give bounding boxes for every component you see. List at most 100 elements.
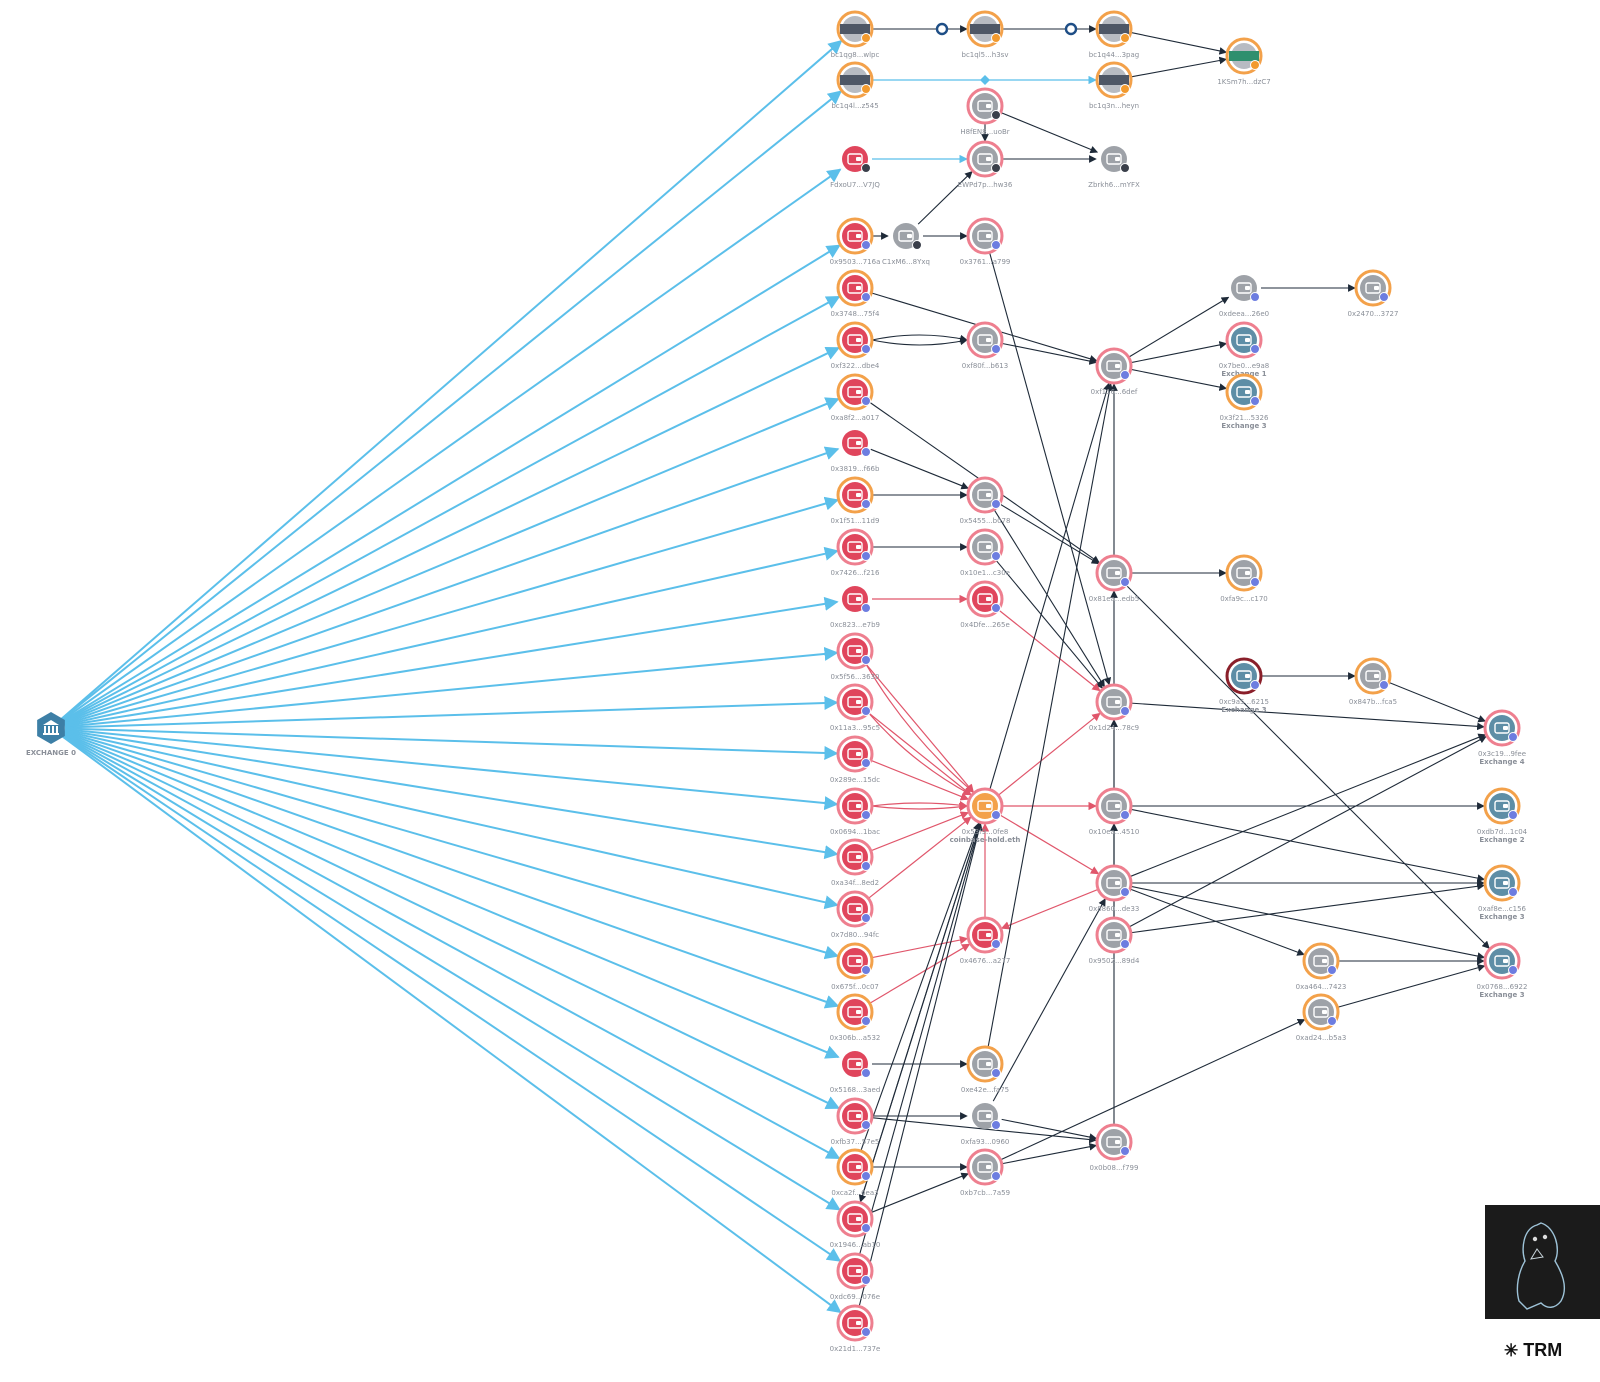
address-node-n2[interactable]: bc1ql5...h3sv bbox=[962, 10, 1009, 59]
address-node-n13[interactable]: 0x3761...a799 bbox=[960, 217, 1011, 266]
node-body bbox=[1101, 560, 1127, 586]
wallet-clasp bbox=[986, 1165, 991, 1169]
node-body bbox=[1489, 948, 1515, 974]
address-node-n61[interactable]: 0x1946...ab10 bbox=[830, 1200, 881, 1249]
address-node-n45[interactable]: 0x7d80...94fc bbox=[831, 890, 879, 939]
node-address-label: 0xe42e...fa75 bbox=[961, 1086, 1009, 1094]
address-node-n10[interactable]: Zbrkh6...mYFX bbox=[1088, 146, 1140, 189]
edge-exchange0-n26 bbox=[64, 546, 839, 726]
address-node-n29[interactable]: 0xfa9c...c170 bbox=[1220, 554, 1268, 603]
wallet-icon bbox=[847, 230, 863, 242]
edge-n15-n16 bbox=[871, 337, 968, 346]
address-node-n23[interactable]: 0x3819...f66b bbox=[831, 430, 880, 473]
address-node-n31[interactable]: 0x4Dfe...265e bbox=[960, 580, 1010, 629]
address-node-n60[interactable]: 0xb7cb...7a59 bbox=[960, 1148, 1010, 1197]
exchange-0-node[interactable]: EXCHANGE 0 bbox=[26, 712, 76, 757]
node-address-label: 0xad24...b5a3 bbox=[1296, 1034, 1347, 1042]
edge-n33-n36 bbox=[1388, 681, 1487, 723]
address-node-n24[interactable]: 0x1f51...11d9 bbox=[831, 476, 880, 525]
node-body bbox=[842, 896, 868, 922]
wallet-icon bbox=[977, 230, 993, 242]
edge-n12-n9 bbox=[917, 171, 973, 225]
address-node-n30[interactable]: 0xc823...e7b9 bbox=[830, 586, 880, 629]
address-node-n63[interactable]: 0x21d1...737e bbox=[830, 1304, 881, 1353]
edge-n47-n36 bbox=[1128, 735, 1487, 928]
node-body bbox=[972, 1154, 998, 1180]
address-node-n28[interactable]: 0x81ea...edb5 bbox=[1089, 554, 1139, 603]
node-entity-label: Exchange 3 bbox=[1479, 991, 1524, 999]
address-node-n33[interactable]: 0x847b...fca5 bbox=[1349, 657, 1397, 706]
address-node-n43[interactable]: 0xa34f...8ed2 bbox=[831, 838, 879, 887]
address-node-n50[interactable]: 0xa464...7423 bbox=[1296, 942, 1347, 991]
address-node-n53[interactable]: 0xad24...b5a3 bbox=[1296, 993, 1347, 1042]
address-node-n7[interactable]: H8fEN8...uoBr bbox=[960, 87, 1010, 136]
address-node-n35[interactable]: 0x1d24...78c9 bbox=[1089, 683, 1139, 732]
address-node-n26[interactable]: 0x7426...f216 bbox=[831, 528, 880, 577]
wallet-clasp bbox=[856, 649, 861, 653]
node-body bbox=[972, 793, 998, 819]
wallet-icon bbox=[977, 153, 993, 165]
wallet-clasp bbox=[1245, 338, 1250, 342]
wallet-clasp bbox=[1115, 933, 1120, 937]
address-node-n11[interactable]: 0x9503...716a bbox=[830, 217, 881, 266]
address-node-n15[interactable]: 0xf322...dbe4 bbox=[831, 321, 880, 370]
address-node-n44[interactable]: 0x8860...de33 bbox=[1089, 864, 1140, 913]
edge-n25-n35 bbox=[993, 509, 1105, 688]
eth-badge-icon bbox=[991, 1068, 1001, 1078]
address-node-n58[interactable]: 0x0b08...f799 bbox=[1090, 1123, 1139, 1172]
edge-exchange0-n37 bbox=[64, 695, 839, 729]
address-node-n52[interactable]: 0x306b...a532 bbox=[830, 993, 881, 1042]
address-node-n17[interactable]: 0xf116...6def bbox=[1091, 347, 1138, 396]
address-node-n18[interactable]: 0xdeea...26e0 bbox=[1219, 275, 1269, 318]
address-node-n8[interactable]: FdxoU7...V7JQ bbox=[830, 146, 880, 189]
address-node-n56[interactable]: 0xfb37...57e5 bbox=[831, 1097, 880, 1146]
eth-badge-icon bbox=[861, 1120, 871, 1130]
eth-badge-icon bbox=[861, 292, 871, 302]
address-node-n49[interactable]: 0x4676...a277 bbox=[960, 916, 1011, 965]
address-node-n34[interactable]: 0x5f56...3630 bbox=[831, 632, 880, 681]
address-node-n3[interactable]: bc1q44...3pag bbox=[1089, 10, 1139, 59]
address-node-n37[interactable]: 0x11a3...95c5 bbox=[830, 683, 880, 732]
edge-n48-n49 bbox=[871, 935, 969, 959]
node-body bbox=[1101, 146, 1127, 172]
address-node-n4[interactable]: 1KSm7h...dzC7 bbox=[1217, 37, 1271, 86]
node-address-label: 0x675f...0c07 bbox=[831, 983, 879, 991]
address-node-n19[interactable]: 0x2470...3727 bbox=[1348, 269, 1399, 318]
address-node-n5[interactable]: bc1q4l...z545 bbox=[831, 61, 879, 110]
address-node-n55[interactable]: 0xe42e...fa75 bbox=[961, 1045, 1009, 1094]
address-node-n41[interactable]: 0x10ea...4510 bbox=[1089, 787, 1140, 836]
address-node-n6[interactable]: bc1q3n...heyn bbox=[1089, 61, 1139, 110]
address-node-n38[interactable]: 0x289e...15dc bbox=[830, 735, 880, 784]
address-node-n62[interactable]: 0xdc69...076e bbox=[830, 1252, 880, 1301]
wallet-clasp bbox=[856, 493, 861, 497]
address-node-n27[interactable]: 0x10e1...c30e bbox=[960, 528, 1010, 577]
wallet-clasp bbox=[986, 234, 991, 238]
address-node-n40[interactable]: 0x0694...1bac bbox=[830, 787, 880, 836]
address-node-n1[interactable]: bc1qg8...wlpc bbox=[831, 10, 880, 59]
eth-badge-icon bbox=[991, 1120, 1001, 1130]
address-node-n57[interactable]: 0xfa93...0960 bbox=[961, 1103, 1010, 1146]
address-node-n59[interactable]: 0xca2f...6ea3 bbox=[831, 1148, 879, 1197]
wallet-icon bbox=[1494, 877, 1510, 889]
address-node-n16[interactable]: 0xf80f...b613 bbox=[962, 321, 1008, 370]
address-node-n25[interactable]: 0x5455...b078 bbox=[960, 476, 1011, 525]
address-node-n47[interactable]: 0x9502...89d4 bbox=[1089, 916, 1140, 965]
node-body bbox=[842, 638, 868, 664]
address-node-n54[interactable]: 0x5168...3aed bbox=[830, 1051, 881, 1094]
address-node-n20[interactable]: 0x7be0...e9a8Exchange 1 bbox=[1219, 321, 1269, 378]
address-node-n48[interactable]: 0x675f...0c07 bbox=[831, 942, 879, 991]
address-node-n9[interactable]: EWPd7p...hw36 bbox=[958, 140, 1013, 189]
address-node-n12[interactable]: C1xM6...8Yxq bbox=[882, 223, 930, 266]
address-node-n14[interactable]: 0x3748...75f4 bbox=[831, 269, 880, 318]
node-address-label: 0x1f51...11d9 bbox=[831, 517, 880, 525]
wallet-clasp bbox=[907, 234, 912, 238]
wallet-clasp bbox=[986, 597, 991, 601]
address-node-n22[interactable]: 0xa8f2...a017 bbox=[831, 373, 880, 422]
